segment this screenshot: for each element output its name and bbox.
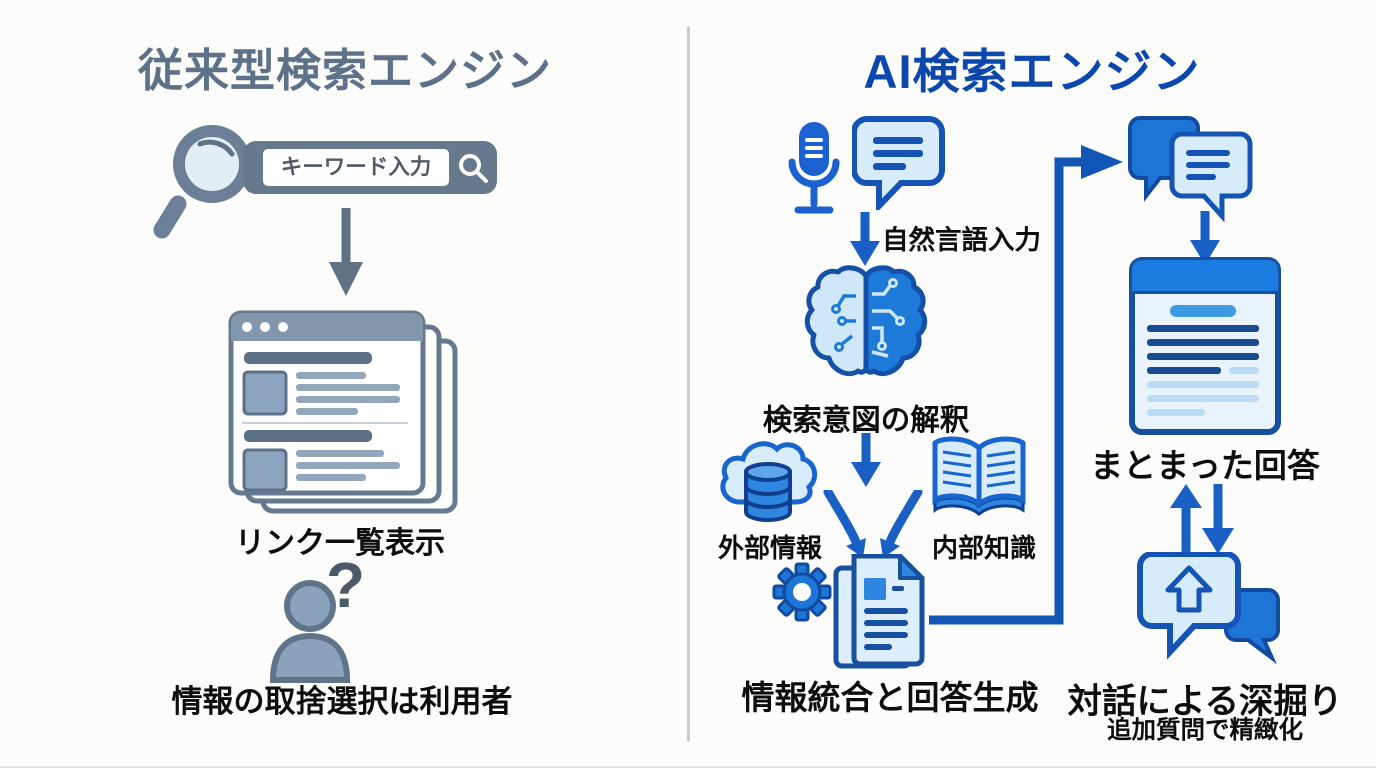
results-label: リンク一覧表示 [235, 527, 445, 560]
down-arrow-icon [329, 208, 363, 296]
documents-icon [833, 554, 925, 669]
question-mark: ? [326, 549, 366, 621]
search-glyph-icon [459, 154, 488, 183]
answer-panel-icon [1129, 257, 1281, 435]
brain-icon [804, 265, 928, 377]
browser-window-icon [228, 310, 458, 514]
dialog-bubbles-icon [1137, 552, 1280, 665]
intent-label: 検索意図の解釈 [762, 404, 970, 437]
search-bar: キーワード入力 [243, 141, 497, 194]
down-arrow-icon [850, 212, 880, 266]
book-icon [932, 436, 1026, 516]
bottom-edge-line [0, 766, 1376, 768]
panel-divider [687, 26, 690, 742]
gear-icon [772, 562, 832, 622]
curved-arrow-icon [823, 490, 923, 558]
dialog-sublabel: 追加質問で精緻化 [1107, 717, 1303, 744]
external-info-label: 外部情報 [717, 533, 822, 563]
answer-label: まとまった回答 [1090, 447, 1320, 484]
internal-knowledge-label: 内部知識 [931, 533, 1036, 563]
microphone-icon [788, 122, 840, 214]
search-input: キーワード入力 [263, 149, 449, 186]
connector-arrow-icon [929, 145, 1123, 625]
natural-language-label: 自然言語入力 [882, 225, 1041, 255]
chat-pair-icon [1128, 116, 1253, 222]
user-icon [269, 580, 351, 683]
left-panel-title: 従来型検索エンジン [137, 45, 552, 96]
cloud-database-icon [720, 441, 818, 522]
dialog-label: 対話による深掘り [1067, 683, 1343, 721]
chat-bubble-icon [852, 116, 945, 210]
synthesis-label: 情報統合と回答生成 [741, 679, 1039, 716]
user-selection-label: 情報の取捨選択は利用者 [171, 684, 513, 719]
right-panel-title: AI検索エンジン [863, 45, 1201, 98]
up-down-arrows-icon [1170, 484, 1234, 554]
down-arrow-icon [1190, 211, 1220, 265]
down-arrow-icon [851, 433, 881, 487]
